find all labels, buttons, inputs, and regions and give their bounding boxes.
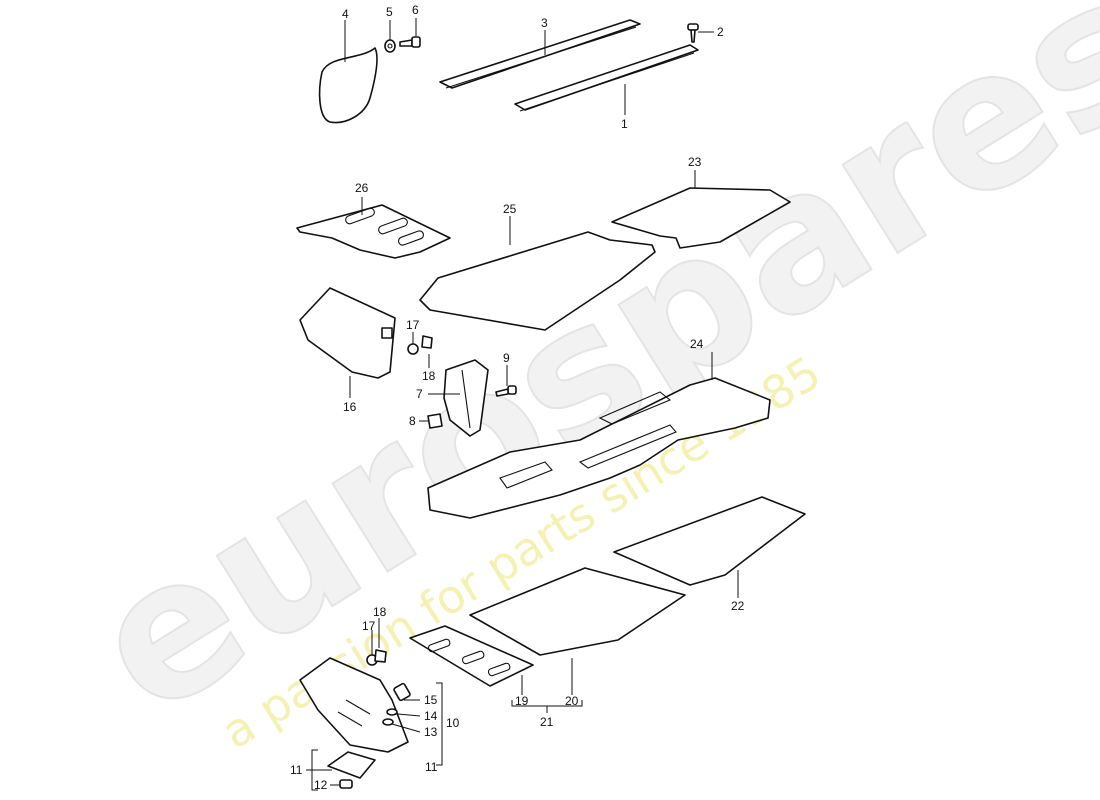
callout-2: 2 xyxy=(717,25,724,39)
callout-10: 10 xyxy=(446,716,460,730)
callout-4: 4 xyxy=(342,7,349,21)
callout-15: 15 xyxy=(424,693,438,707)
callout-1: 1 xyxy=(621,117,628,131)
callout-17-lower: 17 xyxy=(362,619,376,633)
callout-5: 5 xyxy=(386,5,393,19)
callout-13: 13 xyxy=(424,725,438,739)
callout-23: 23 xyxy=(688,155,702,169)
callout-7: 7 xyxy=(416,387,423,401)
part-12-clip xyxy=(339,779,353,789)
callout-24: 24 xyxy=(690,337,704,351)
callout-18: 18 xyxy=(422,369,436,383)
callout-8: 8 xyxy=(409,414,416,428)
part-4-trim-panel xyxy=(318,47,378,124)
part-23-carpet xyxy=(611,187,791,249)
part-22-carpet xyxy=(613,496,806,586)
callout-25: 25 xyxy=(503,202,517,216)
callout-20: 20 xyxy=(565,694,579,708)
callout-3: 3 xyxy=(541,16,548,30)
callout-11-right: 11 xyxy=(425,760,438,774)
part-13-14-15-bolt xyxy=(382,682,411,726)
callout-22: 22 xyxy=(731,599,745,613)
leader-lines xyxy=(306,18,739,791)
callout-16: 16 xyxy=(343,400,357,414)
part-6-screw xyxy=(399,36,421,48)
callout-6: 6 xyxy=(412,3,419,17)
part-8-clip xyxy=(427,413,443,429)
part-1-sill-strip xyxy=(514,44,699,112)
part-16-side-panel xyxy=(299,287,396,379)
part-7-bracket xyxy=(443,359,489,437)
part-26-carpet xyxy=(296,204,451,259)
part-20-carpet xyxy=(469,567,686,656)
part-17-18-fasteners-lower xyxy=(366,649,387,666)
part-5-washer xyxy=(384,39,396,53)
part-3-sill-strip xyxy=(439,19,641,89)
part-9-screw xyxy=(495,385,517,397)
callout-19: 19 xyxy=(515,694,529,708)
callout-14: 14 xyxy=(424,709,438,723)
callout-numbers: 4 5 6 3 2 1 26 25 23 24 16 17 18 7 8 9 2… xyxy=(290,3,745,792)
part-11-heel-pad xyxy=(327,751,376,779)
callout-12: 12 xyxy=(314,778,328,792)
callout-26: 26 xyxy=(355,181,369,195)
part-24-floor-carpet xyxy=(427,377,771,519)
part-17-18-fasteners-upper xyxy=(407,335,433,355)
part-10-heel-plate xyxy=(299,657,409,753)
part-2-screw xyxy=(687,23,699,43)
part-19-carpet xyxy=(409,625,534,687)
part-25-carpet xyxy=(419,231,656,331)
callout-11-left: 11 xyxy=(290,763,303,777)
callout-17: 17 xyxy=(406,318,420,332)
callout-21: 21 xyxy=(540,715,554,729)
callout-9: 9 xyxy=(503,351,510,365)
callout-18-lower: 18 xyxy=(373,605,387,619)
